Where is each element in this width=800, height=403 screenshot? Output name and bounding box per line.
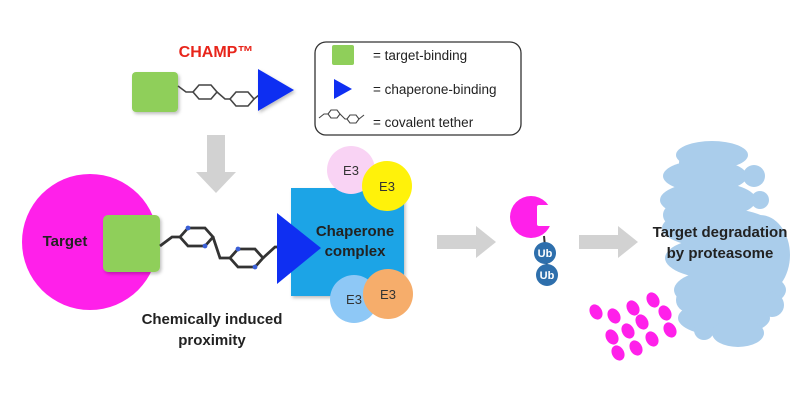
- e3-pink-label: E3: [343, 163, 359, 178]
- covalent-tether: [159, 226, 280, 269]
- peptide-fragment: [663, 322, 677, 338]
- legend-target-binding: = target-binding: [373, 48, 467, 63]
- degradation-label-line2: by proteasome: [667, 245, 774, 262]
- ubiquitin-2-label: Ub: [540, 270, 555, 282]
- target-protein: [22, 174, 158, 310]
- proximity-label-line1: Chemically induced: [142, 311, 283, 328]
- peptide-fragment: [629, 340, 643, 356]
- legend-covalent-tether: = covalent tether: [373, 115, 474, 130]
- proteasome: [660, 141, 790, 347]
- e3-lightblue-label: E3: [346, 292, 362, 307]
- down-arrow: [196, 135, 236, 193]
- ubiquitin-2: [536, 264, 558, 286]
- chaperone-binder: [277, 213, 321, 284]
- peptide-fragment: [605, 329, 619, 345]
- right-arrow-2: [579, 226, 638, 258]
- ubiquitin-1: [534, 242, 556, 264]
- peptide-fragment: [626, 300, 640, 316]
- peptide-fragments: [589, 292, 677, 361]
- peptide-fragment: [646, 292, 660, 308]
- peptide-fragment: [635, 314, 649, 330]
- peptide-fragment: [658, 305, 672, 321]
- e3-yellow-label: E3: [379, 179, 395, 194]
- legend-blue-triangle: [334, 79, 352, 99]
- peptide-fragment: [645, 331, 659, 347]
- champ-title: CHAMP™: [179, 44, 254, 61]
- target-binding-pocket: [537, 205, 554, 226]
- small-target-binder: [132, 72, 178, 112]
- chaperone-label-line2: complex: [325, 243, 387, 260]
- proximity-label-line2: proximity: [178, 332, 246, 349]
- target-binder: [103, 215, 160, 272]
- chaperone-label-line1: Chaperone: [316, 223, 394, 240]
- legend-tether-icon: [318, 109, 365, 124]
- e3-ligase-orange: [363, 269, 413, 319]
- degradation-label-line1: Target degradation: [653, 224, 788, 241]
- right-arrow-1: [437, 226, 496, 258]
- target-label: Target: [43, 233, 88, 250]
- e3-orange-label: E3: [380, 287, 396, 302]
- legend-chaperone-binding: = chaperone-binding: [373, 82, 496, 97]
- peptide-fragment: [621, 323, 635, 339]
- small-chaperone-binder: [258, 69, 294, 111]
- e3-ligase-yellow: [362, 161, 412, 211]
- ubiquitin-1-label: Ub: [538, 248, 553, 260]
- peptide-fragment: [611, 345, 625, 361]
- legend-green-square: [332, 45, 354, 65]
- peptide-fragment: [607, 308, 621, 324]
- peptide-fragment: [589, 304, 603, 320]
- tether-atoms: [185, 225, 258, 270]
- small-covalent-tether: [177, 84, 260, 107]
- legend-box: [314, 41, 522, 136]
